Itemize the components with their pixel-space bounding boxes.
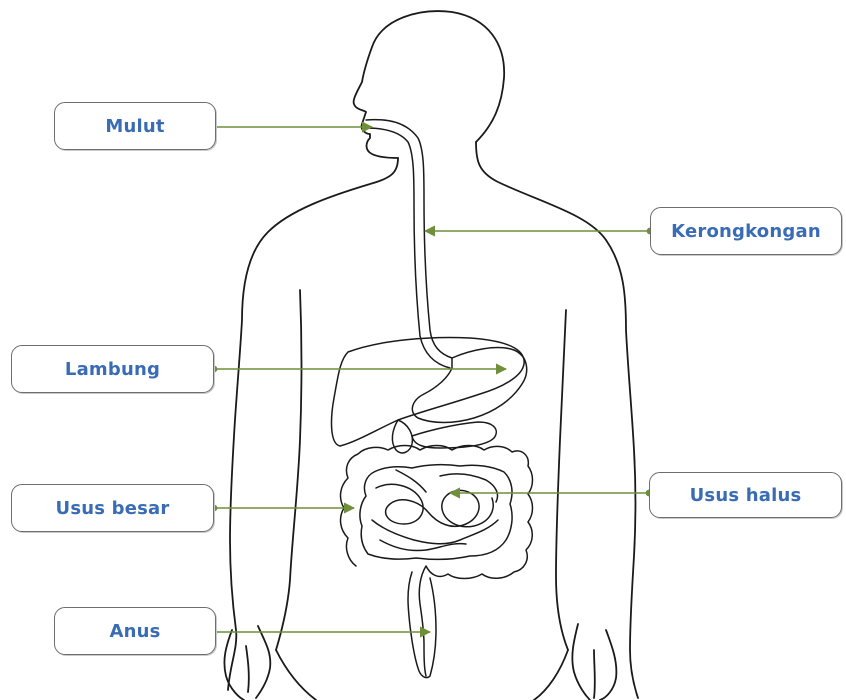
left-arm-inner — [276, 290, 302, 650]
label-kerongkongan: Kerongkongan — [650, 207, 842, 255]
label-usus-halus: Usus halus — [649, 472, 842, 518]
small-intestine — [372, 470, 498, 551]
label-kerongkongan-text: Kerongkongan — [671, 221, 821, 242]
label-anus-text: Anus — [109, 621, 160, 642]
label-lambung-text: Lambung — [65, 359, 160, 380]
head-outline — [354, 11, 505, 158]
label-mulut: Mulut — [54, 102, 216, 150]
body-outline — [224, 11, 638, 700]
label-usus-besar-text: Usus besar — [56, 498, 170, 519]
digestive-organs — [332, 120, 533, 678]
stomach — [412, 348, 526, 423]
pointer-arrows — [211, 124, 652, 634]
large-intestine — [341, 446, 533, 677]
torso-outline — [228, 142, 638, 698]
left-hand — [224, 626, 270, 700]
gallbladder — [392, 420, 412, 453]
label-usus-besar: Usus besar — [11, 484, 214, 532]
label-anus: Anus — [54, 607, 216, 655]
right-arm-inner — [556, 310, 568, 650]
right-hand — [572, 624, 616, 700]
label-mulut-text: Mulut — [105, 116, 164, 137]
large-intestine-inner — [360, 465, 512, 560]
pancreas — [412, 422, 496, 448]
label-lambung: Lambung — [11, 345, 214, 393]
label-usus-halus-text: Usus halus — [690, 485, 802, 506]
